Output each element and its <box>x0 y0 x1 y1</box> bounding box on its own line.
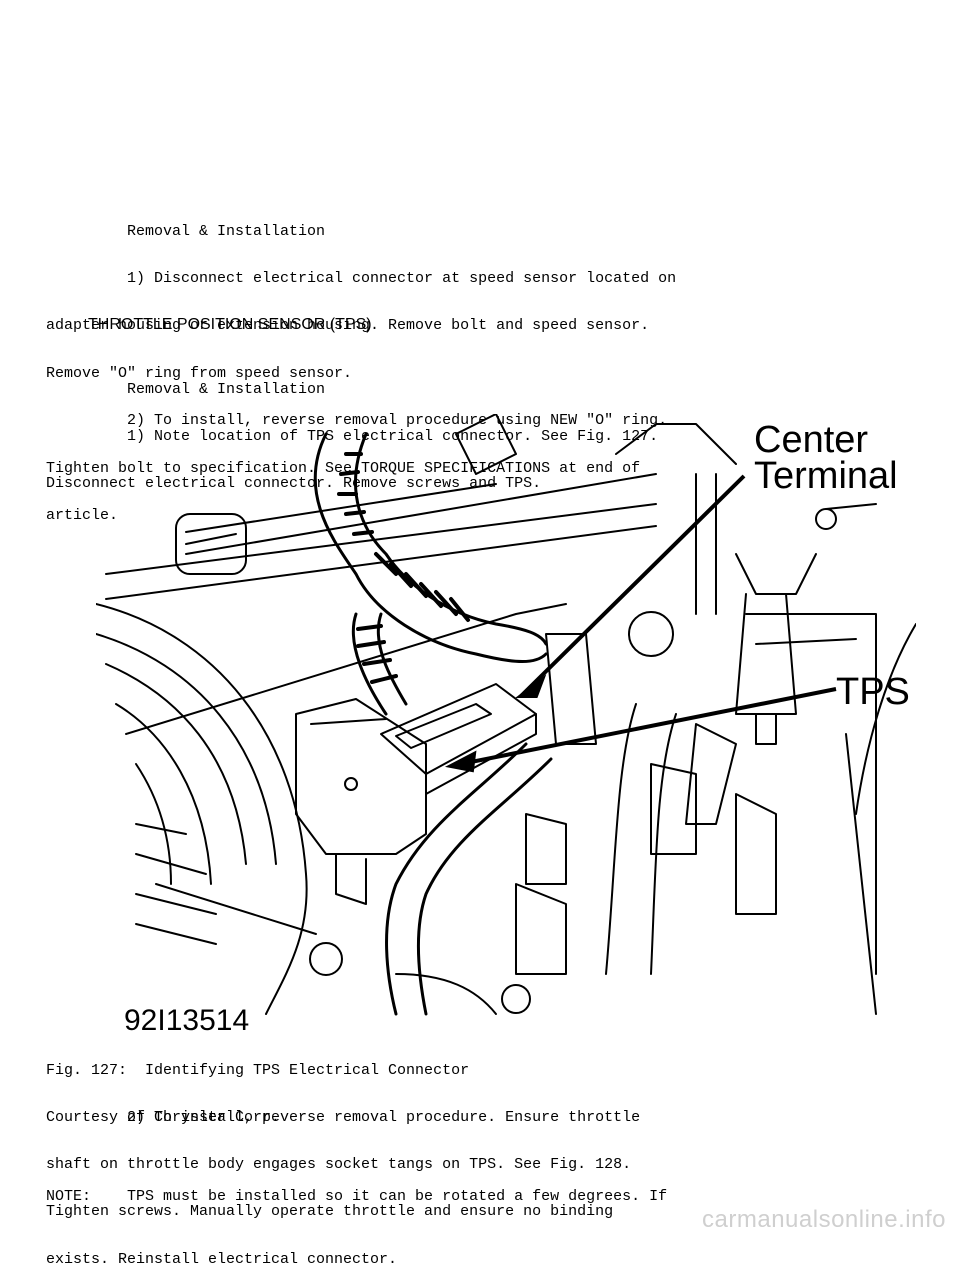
callout-tps-label: TPS <box>836 671 910 713</box>
text-line: 1) Disconnect electrical connector at sp… <box>46 269 677 287</box>
watermark: carmanualsonline.info <box>702 1206 946 1233</box>
text-line: adapter housing or extension housing. Re… <box>46 317 650 335</box>
text-line: shaft on throttle body engages socket ta… <box>46 1155 632 1173</box>
figure-caption: Fig. 127: Identifying TPS Electrical Con… <box>46 1031 469 1142</box>
text-line: Disconnect electrical connector. Remove … <box>46 475 542 493</box>
note-line: NOTE: TPS must be installed so it can be… <box>46 1187 668 1205</box>
text-line: Remove "O" ring from speed sensor. <box>46 364 353 382</box>
text-line: 2) To install, reverse removal procedure… <box>46 412 668 430</box>
text-line: article. <box>46 506 119 524</box>
text-line: 2) To install, reverse removal procedure… <box>46 1108 641 1126</box>
text-line: Removal & Installation <box>46 380 326 398</box>
callout-center-label: Center <box>754 419 868 461</box>
text-line: Removal & Installation <box>46 222 326 240</box>
text-line: exists. Reinstall electrical connector. <box>46 1250 398 1268</box>
note-text: NOTE: TPS must be installed so it can be… <box>46 1157 667 1220</box>
tps-connector-illustration: Center Terminal TPS 92I13514 <box>96 414 916 1034</box>
figure-id-label: 92I13514 <box>124 1004 249 1034</box>
section-heading: THROTTLE POSITION SENSOR (TPS) <box>88 316 372 333</box>
caption-line: Courtesy of Chrysler Corp. <box>46 1108 281 1126</box>
text-line: Tighten screws. Manually operate throttl… <box>46 1203 614 1221</box>
callout-terminal-label: Terminal <box>754 455 898 497</box>
removal-installation-text: Removal & Installation 1) Disconnect ele… <box>46 192 676 540</box>
tps-install-text: 2) To install, reverse removal procedure… <box>46 1078 640 1283</box>
caption-line: Fig. 127: Identifying TPS Electrical Con… <box>46 1061 470 1079</box>
